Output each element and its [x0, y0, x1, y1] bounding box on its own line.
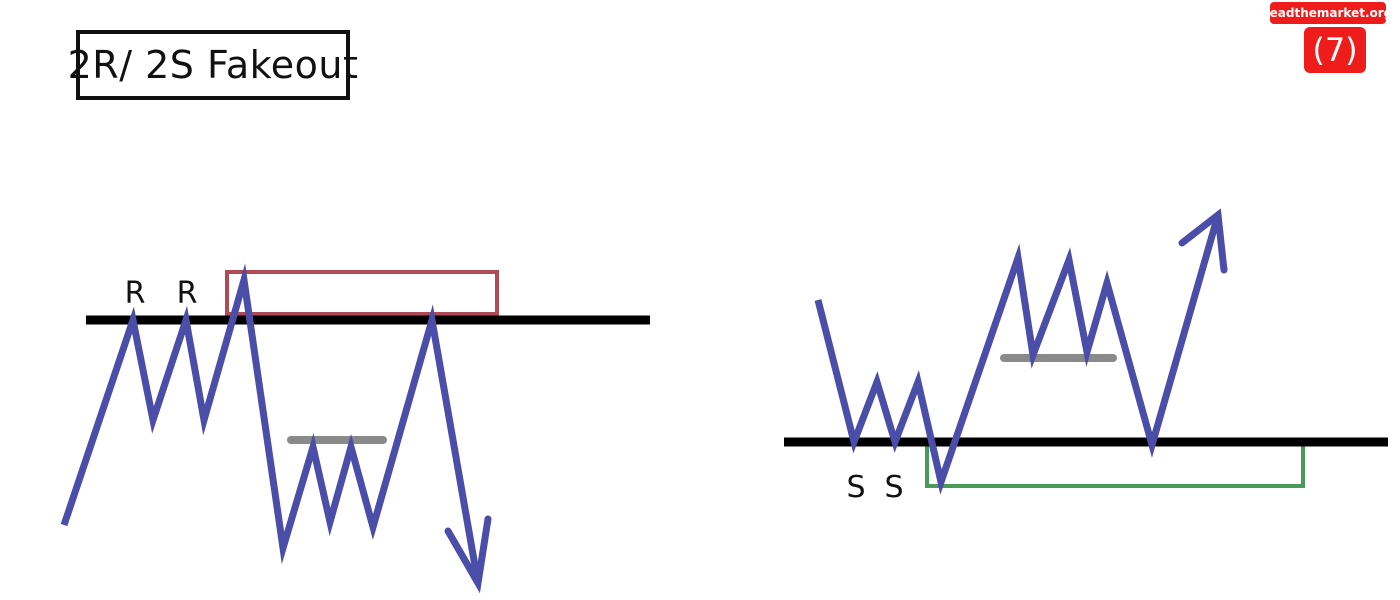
figure-number-badge: (7)	[1304, 27, 1366, 73]
diagram-title: 2R/ 2S Fakeout	[67, 43, 359, 87]
false-breakout-zone-resistance	[225, 270, 499, 316]
site-badge: readthemarket.org	[1264, 2, 1392, 24]
price-path-right	[814, 214, 1222, 495]
price-path-left	[60, 263, 482, 584]
up-arrow-icon	[1178, 208, 1228, 274]
support-label-1: S	[846, 470, 865, 505]
resistance-label-2: R	[177, 276, 198, 311]
title-box: 2R/ 2S Fakeout	[68, 30, 358, 100]
support-label-2: S	[884, 470, 903, 505]
support-fakeout-diagram: S S	[784, 208, 1388, 505]
down-arrow-icon	[444, 515, 492, 594]
false-breakout-zone-support	[925, 442, 1305, 488]
resistance-label-1: R	[125, 276, 146, 311]
resistance-fakeout-diagram: R R	[60, 263, 650, 594]
